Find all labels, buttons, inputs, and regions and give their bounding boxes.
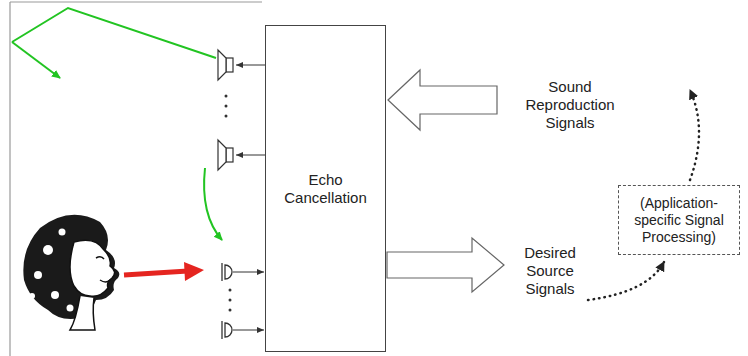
echo-path: [12, 8, 222, 240]
process-box: Echo Cancellation: [265, 25, 386, 352]
dashed-box: (Application-specific Signal Processing): [618, 185, 740, 255]
microphone-symbol: [222, 263, 232, 339]
box-text: (Application-specific Signal Processing): [624, 195, 734, 246]
box-text: Echo Cancellation: [276, 171, 376, 207]
ellipsis-dots: [225, 95, 232, 312]
input-arrow: [388, 70, 497, 130]
signal-label: Sound Reproduction Signals: [512, 78, 628, 132]
output-arrow: [387, 238, 504, 292]
room-outline: [10, 2, 262, 356]
speaker-figure: [23, 215, 119, 330]
loudspeaker-symbol: [218, 50, 233, 170]
voice-arrow: [124, 262, 204, 281]
signal-label: Desired Source Signals: [508, 244, 592, 298]
signal-wire: [233, 65, 265, 330]
